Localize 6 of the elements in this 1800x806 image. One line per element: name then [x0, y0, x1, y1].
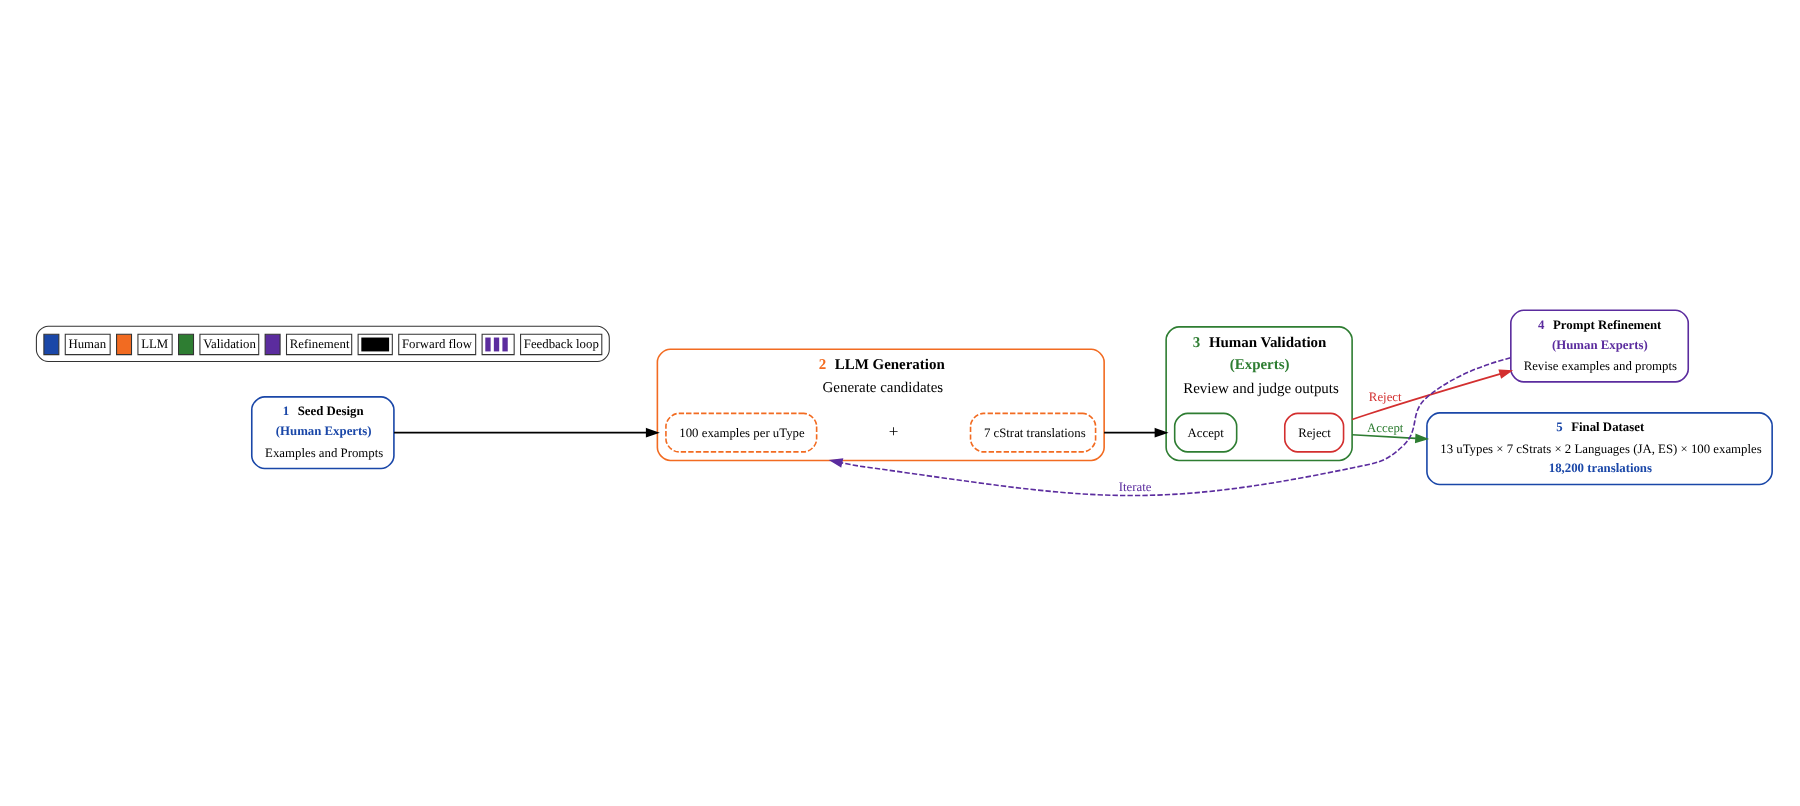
arrow — [1351, 369, 1514, 421]
label: + — [888, 420, 899, 441]
arrow — [1103, 427, 1169, 438]
arrow — [1351, 433, 1430, 444]
arrow — [393, 427, 660, 438]
arrow — [828, 357, 1512, 497]
